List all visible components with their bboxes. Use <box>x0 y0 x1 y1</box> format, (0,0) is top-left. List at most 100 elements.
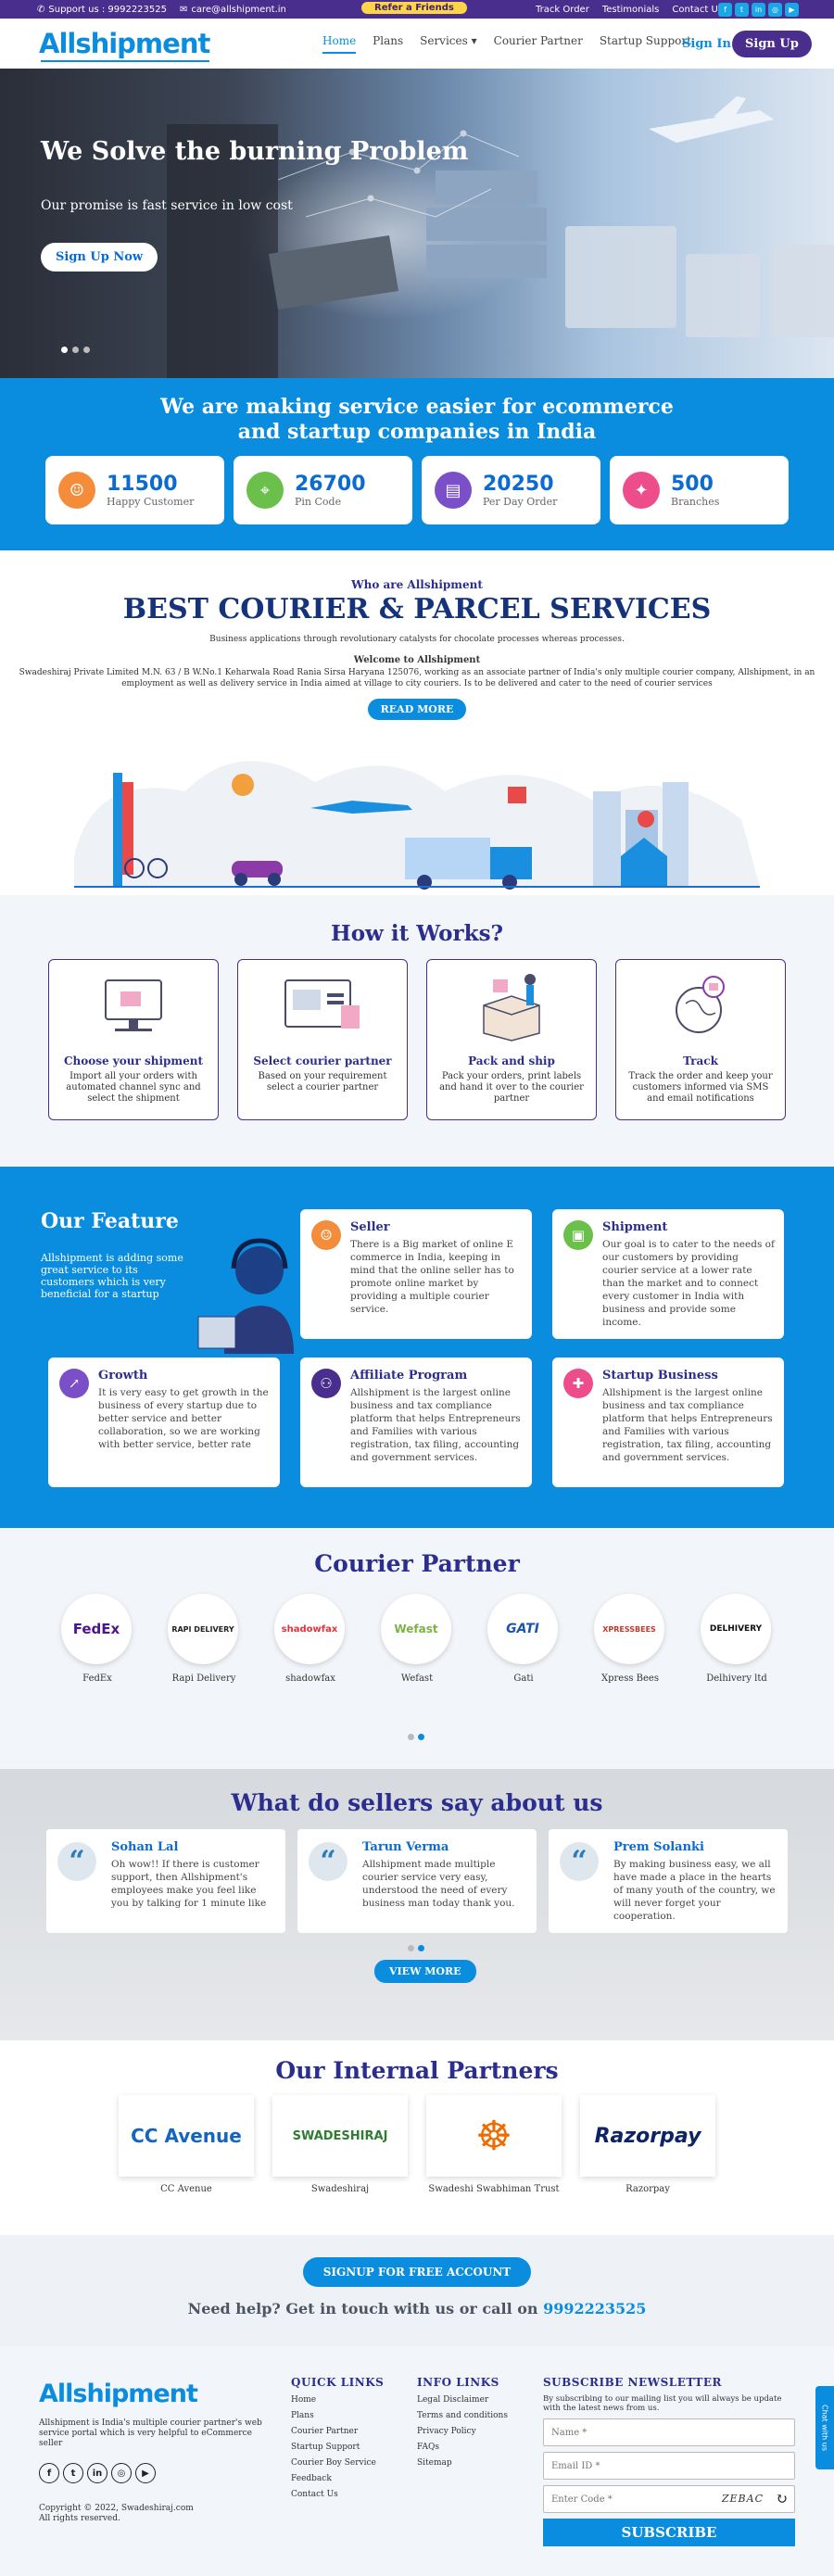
feature-card-title: Seller <box>350 1220 390 1234</box>
site-logo[interactable]: Allshipment <box>39 28 210 62</box>
testimonial-text: Oh wow!! If there is customer support, t… <box>111 1859 267 1909</box>
footer-link[interactable]: Startup Support <box>291 2443 360 2452</box>
footer-logo[interactable]: Allshipment <box>39 2380 198 2408</box>
testimonials-title: What do sellers say about us <box>231 1789 603 1816</box>
footer-link[interactable]: FAQs <box>417 2443 439 2452</box>
welcome-heading: Welcome to Allshipment <box>353 655 481 665</box>
footer-link[interactable]: Plans <box>291 2411 314 2420</box>
support-email[interactable]: ✉care@allshipment.in <box>180 4 286 15</box>
youtube-icon[interactable]: ▶ <box>785 2 799 17</box>
facebook-icon[interactable]: f <box>39 2463 59 2483</box>
hero-signup-button[interactable]: Sign Up Now <box>41 243 158 271</box>
internal-partner-name: Razorpay <box>626 2184 670 2194</box>
internal-title: Our Internal Partners <box>275 2057 559 2084</box>
testimonial-name: Sohan Lal <box>111 1840 179 1854</box>
fedex-logo: FedEx <box>61 1594 132 1664</box>
nav-services[interactable]: Services ▾ <box>420 34 477 54</box>
footer-link[interactable]: Sitemap <box>417 2458 452 2468</box>
xpressbees-logo: XPRESSBEES <box>594 1594 664 1664</box>
refer-friend-button[interactable]: Refer a Friends <box>361 2 467 14</box>
carousel-dot[interactable] <box>418 1734 424 1740</box>
nav-plans[interactable]: Plans <box>373 33 404 47</box>
feature-card-text: Our goal is to cater to the needs of our… <box>602 1239 775 1328</box>
nav-startup-support[interactable]: Startup Support <box>599 33 691 47</box>
help-phone-link[interactable]: 9992223525 <box>543 2300 647 2317</box>
captcha-row: ZEBAC ↻ <box>543 2485 795 2513</box>
linkedin-icon[interactable]: in <box>752 2 765 17</box>
newsletter-name-input[interactable] <box>543 2418 795 2446</box>
hero-carousel-dots <box>61 347 90 353</box>
nav-home[interactable]: Home <box>322 34 357 54</box>
footer-link[interactable]: Contact Us <box>291 2490 338 2499</box>
carousel-dot[interactable] <box>83 347 90 353</box>
chat-widget-button[interactable]: Chat with us <box>815 2386 834 2469</box>
about-paragraph: Swadeshiraj Private Limited M.N. 63 / B … <box>19 668 815 688</box>
refresh-icon[interactable]: ↻ <box>775 2490 788 2507</box>
partner-name: Rapi Delivery <box>171 1673 236 1684</box>
instagram-icon[interactable]: ◎ <box>768 2 782 17</box>
growth-icon: ↗ <box>59 1369 89 1398</box>
chevron-down-icon: ▾ <box>471 33 477 47</box>
partner-name: Gati <box>513 1673 534 1684</box>
youtube-icon[interactable]: ▶ <box>135 2463 156 2483</box>
step-text: Pack your orders, print labels and hand … <box>439 1071 584 1104</box>
view-more-button[interactable]: VIEW MORE <box>374 1960 476 1983</box>
carousel-dot[interactable] <box>61 347 68 353</box>
facebook-icon[interactable]: f <box>718 2 732 17</box>
footer-link[interactable]: Feedback <box>291 2474 332 2483</box>
internal-partner-name: Swadeshiraj <box>310 2184 370 2194</box>
footer-link[interactable]: Courier Boy Service <box>291 2458 376 2468</box>
partner-name: Wefast <box>400 1673 434 1684</box>
footer-link[interactable]: Courier Partner <box>291 2427 359 2436</box>
read-more-button[interactable]: READ MORE <box>367 699 467 720</box>
captcha-input[interactable] <box>543 2485 795 2513</box>
instagram-icon[interactable]: ◎ <box>111 2463 132 2483</box>
contact-us-link[interactable]: Contact Us <box>672 4 723 15</box>
partner-carousel-dots <box>408 1734 424 1740</box>
support-phone[interactable]: ✆Support us : 9992223525 <box>37 4 167 15</box>
testimonial-text: Allshipment made multiple courier servic… <box>362 1859 515 1909</box>
twitter-icon[interactable]: t <box>735 2 749 17</box>
linkedin-icon[interactable]: in <box>87 2463 107 2483</box>
carousel-dot[interactable] <box>418 1945 424 1951</box>
wefast-logo: Wefast <box>381 1594 451 1664</box>
signup-free-button[interactable]: SIGNUP FOR FREE ACCOUNT <box>302 2257 532 2287</box>
subscribe-button[interactable]: SUBSCRIBE <box>543 2519 795 2546</box>
newsletter-desc: By subscribing to our mailing list you w… <box>543 2394 782 2413</box>
partner-item[interactable]: XPRESSBEES Xpress Bees <box>594 1594 666 1684</box>
footer-link[interactable]: Home <box>291 2395 317 2405</box>
hero-banner: We Solve the burning Problem Our promise… <box>0 69 834 378</box>
stat-value: 500 <box>671 473 714 496</box>
hero-subtitle: Our promise is fast service in low cost <box>41 198 293 213</box>
twitter-icon[interactable]: t <box>63 2463 83 2483</box>
internal-partner-item[interactable]: ☸Swadeshi Swabhiman Trust <box>426 2095 562 2194</box>
partner-name: Xpress Bees <box>601 1673 659 1684</box>
newsletter-email-input[interactable] <box>543 2452 795 2480</box>
partner-title: Courier Partner <box>314 1550 520 1577</box>
stat-value: 11500 <box>107 473 178 496</box>
customer-icon: ☺ <box>58 472 95 509</box>
sign-up-button[interactable]: Sign Up <box>732 30 812 57</box>
footer-link[interactable]: Terms and conditions <box>417 2411 508 2420</box>
footer-link[interactable]: Privacy Policy <box>417 2427 476 2436</box>
testimonials-link[interactable]: Testimonials <box>601 4 660 15</box>
nav-courier-partner[interactable]: Courier Partner <box>493 33 583 47</box>
footer-link[interactable]: Legal Disclaimer <box>417 2395 489 2405</box>
stat-value: 26700 <box>295 473 366 496</box>
sign-in-link[interactable]: Sign In <box>682 36 731 51</box>
carousel-dot[interactable] <box>408 1734 414 1740</box>
track-order-link[interactable]: Track Order <box>536 4 589 15</box>
carousel-dot[interactable] <box>408 1945 414 1951</box>
carousel-dot[interactable] <box>72 347 79 353</box>
